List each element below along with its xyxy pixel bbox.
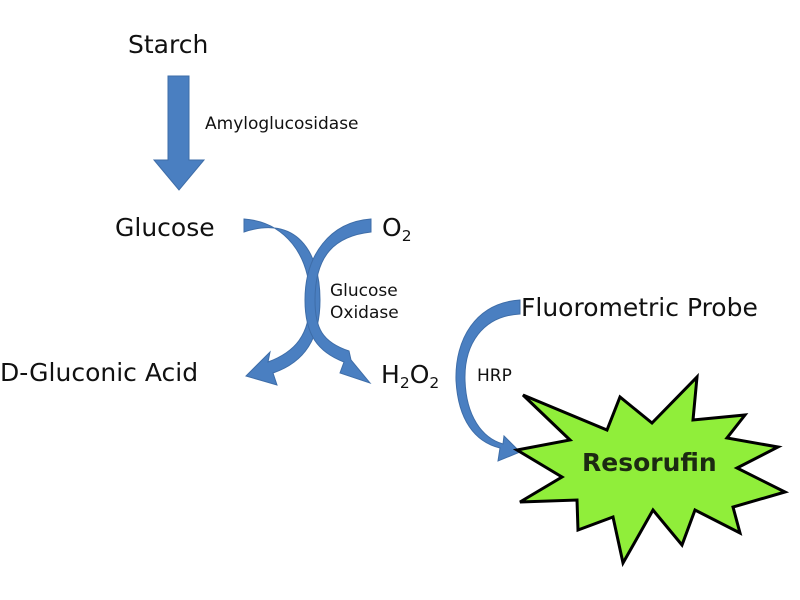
fluorometric-probe-label: Fluorometric Probe [521, 293, 758, 322]
peroxide-sub1: 2 [399, 374, 410, 393]
glucose-to-gluconic-arrow [243, 218, 321, 386]
resorufin-label: Resorufin [582, 448, 717, 477]
amyloglucosidase-arrow [152, 75, 206, 191]
hydrogen-peroxide-label: H2O2 [381, 360, 440, 393]
peroxide-sub2: 2 [429, 374, 440, 393]
glucose-label: Glucose [115, 213, 215, 242]
amyloglucosidase-label: Amyloglucosidase [205, 114, 359, 134]
oxygen-base: O [382, 213, 402, 242]
glucose-oxidase-label-line1: Glucose [330, 281, 398, 301]
hrp-label: HRP [477, 366, 512, 386]
glucose-oxidase-label-line2: Oxidase [330, 303, 399, 323]
gluconic-acid-label: D-Gluconic Acid [0, 358, 199, 387]
peroxide-h: H [381, 360, 400, 389]
resorufin-burst [512, 372, 790, 568]
oxygen-to-peroxide-arrow [304, 218, 372, 385]
oxygen-subscript: 2 [401, 227, 412, 246]
peroxide-o: O [409, 360, 430, 389]
oxygen-label: O2 [382, 213, 412, 246]
starch-label: Starch [128, 30, 209, 59]
